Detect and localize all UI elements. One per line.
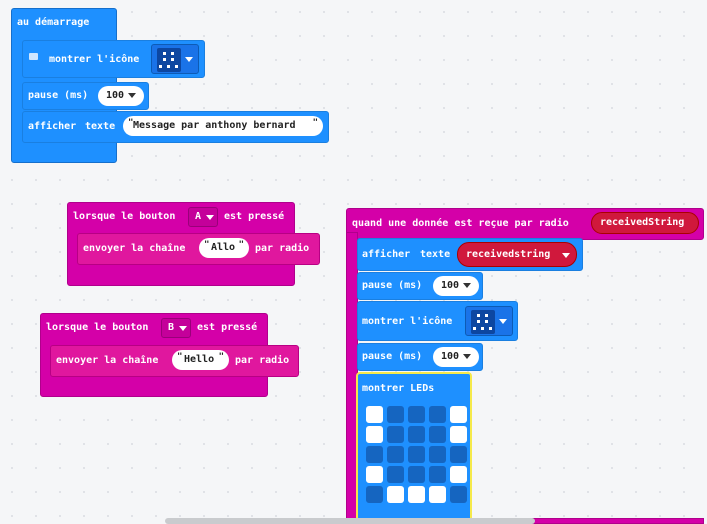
quote-close: " bbox=[312, 118, 318, 128]
led-cell[interactable] bbox=[366, 446, 383, 463]
chevron-down-icon bbox=[463, 282, 472, 288]
send-string-b-label: envoyer la chaîne bbox=[56, 355, 159, 366]
chevron-down-icon bbox=[562, 253, 570, 258]
led-cell[interactable] bbox=[366, 486, 383, 503]
send-string-b-block[interactable] bbox=[50, 345, 299, 377]
led-cell[interactable] bbox=[387, 406, 404, 423]
button-b-dropdown[interactable]: B bbox=[161, 318, 191, 338]
icon-picker[interactable] bbox=[151, 44, 199, 74]
icon-preview-2 bbox=[471, 310, 495, 334]
send-string-b-input[interactable]: " Hello " bbox=[172, 350, 229, 370]
led-cell[interactable] bbox=[408, 406, 425, 423]
send-string-a-block[interactable] bbox=[77, 233, 320, 265]
led-cell[interactable] bbox=[408, 466, 425, 483]
led-cell[interactable] bbox=[450, 446, 467, 463]
show-icon-label: montrer l'icône bbox=[49, 54, 140, 65]
radio-received-label: quand une donnée est reçue par radio bbox=[352, 218, 569, 229]
received-string-variable-value: receivedstring bbox=[466, 249, 551, 260]
led-cell[interactable] bbox=[366, 426, 383, 443]
led-cell[interactable] bbox=[450, 486, 467, 503]
led-cell[interactable] bbox=[408, 486, 425, 503]
led-cell[interactable] bbox=[450, 466, 467, 483]
pause-value: 100 bbox=[106, 90, 125, 101]
button-a-value: A bbox=[195, 211, 202, 222]
button-b-value: B bbox=[168, 322, 175, 333]
chevron-down-icon bbox=[185, 57, 193, 62]
pause-2-value: 100 bbox=[441, 351, 460, 362]
pause-2-value-field[interactable]: 100 bbox=[433, 347, 479, 367]
show-icon-2-label: montrer l'icône bbox=[362, 316, 453, 327]
led-cell[interactable] bbox=[408, 426, 425, 443]
send-string-b-value: Hello bbox=[184, 354, 215, 365]
send-string-b-suffix: par radio bbox=[235, 355, 290, 366]
pause-1-value: 100 bbox=[441, 280, 460, 291]
send-string-a-value: Allo bbox=[211, 242, 236, 253]
send-string-a-label: envoyer la chaîne bbox=[83, 243, 186, 254]
comment-icon bbox=[29, 53, 38, 60]
quote-open: " bbox=[128, 118, 134, 128]
led-cell[interactable] bbox=[450, 406, 467, 423]
chevron-down-icon bbox=[499, 319, 507, 324]
received-string-param[interactable]: receivedString bbox=[591, 212, 699, 234]
show-var-text-word: texte bbox=[420, 249, 451, 260]
received-string-param-value: receivedString bbox=[600, 217, 685, 228]
led-cell[interactable] bbox=[429, 446, 446, 463]
chevron-down-icon bbox=[128, 92, 137, 98]
led-cell[interactable] bbox=[408, 446, 425, 463]
send-string-a-suffix: par radio bbox=[255, 243, 310, 254]
pause-value-field[interactable]: 100 bbox=[98, 86, 144, 106]
button-b-label-prefix: lorsque le bouton bbox=[46, 322, 149, 333]
quote-close: " bbox=[238, 240, 244, 250]
quote-close: " bbox=[218, 352, 224, 362]
quote-open: " bbox=[177, 352, 183, 362]
button-a-label-prefix: lorsque le bouton bbox=[73, 211, 176, 222]
pause-2-label: pause (ms) bbox=[362, 351, 423, 362]
pause-1-label: pause (ms) bbox=[362, 280, 423, 291]
led-cell[interactable] bbox=[366, 466, 383, 483]
text-input[interactable]: " Message par anthony bernard " bbox=[123, 116, 323, 136]
pause-label: pause (ms) bbox=[28, 90, 89, 101]
led-cell[interactable] bbox=[429, 486, 446, 503]
text-word: texte bbox=[85, 121, 116, 132]
icon-picker-2[interactable] bbox=[465, 306, 513, 336]
led-grid bbox=[366, 406, 470, 506]
icon-preview bbox=[157, 48, 181, 72]
chevron-down-icon bbox=[179, 326, 187, 331]
send-string-a-input[interactable]: " Allo " bbox=[199, 238, 249, 258]
led-cell[interactable] bbox=[387, 466, 404, 483]
quote-open: " bbox=[204, 240, 210, 250]
chevron-down-icon bbox=[206, 215, 214, 220]
led-cell[interactable] bbox=[387, 486, 404, 503]
pause-1-value-field[interactable]: 100 bbox=[433, 276, 479, 296]
led-cell[interactable] bbox=[387, 446, 404, 463]
button-b-label-suffix: est pressé bbox=[197, 322, 258, 333]
chevron-down-icon bbox=[463, 353, 472, 359]
show-var-label: afficher bbox=[362, 249, 411, 260]
show-label: afficher bbox=[28, 121, 77, 132]
led-cell[interactable] bbox=[429, 426, 446, 443]
led-cell[interactable] bbox=[429, 406, 446, 423]
on-start-label: au démarrage bbox=[17, 17, 90, 28]
led-cell[interactable] bbox=[366, 406, 383, 423]
workspace-scrollbar[interactable] bbox=[165, 518, 535, 524]
led-cell[interactable] bbox=[450, 426, 467, 443]
button-a-label-suffix: est pressé bbox=[224, 211, 285, 222]
led-cell[interactable] bbox=[429, 466, 446, 483]
received-string-variable[interactable]: receivedstring bbox=[457, 242, 577, 267]
led-cell[interactable] bbox=[387, 426, 404, 443]
text-value: Message par anthony bernard bbox=[133, 120, 296, 131]
show-leds-label: montrer LEDs bbox=[362, 383, 435, 394]
button-a-dropdown[interactable]: A bbox=[188, 207, 218, 227]
